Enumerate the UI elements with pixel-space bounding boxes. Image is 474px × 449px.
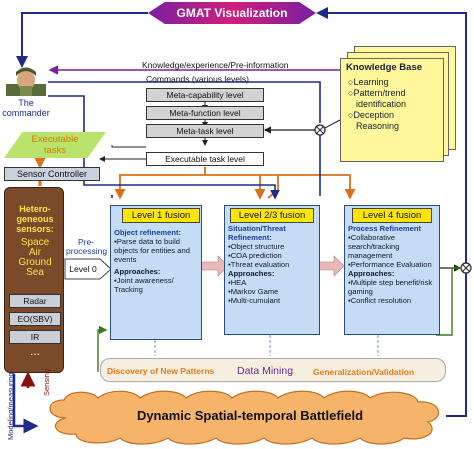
commands-flow-label: Commands (various levels) [146,74,249,84]
sensing-label: Sensing [42,368,51,396]
level4-bullet-1: ▪Collaborative search/tracking managemen… [348,233,400,260]
level0-arrow [64,258,112,280]
level4-fusion-box: Process Refinement ▪Collaborative search… [344,205,440,335]
level1-bullet: ▪Parse data to build objects for entitie… [114,237,190,264]
kb-item-reasoning: Reasoning [356,121,400,131]
level23-bullet-3: ▪Threat evaluation [228,260,290,269]
gmat-visualization-banner: GMAT Visualization [148,2,316,24]
level4-bullet-2: ▪Performance Evaluation [348,260,432,269]
commander-avatar [6,66,46,96]
level1-approaches: Approaches: [114,267,161,276]
sensors-title: Hetero- geneous sensors: [16,204,54,234]
level4-header: Level 4 fusion [352,208,432,223]
sensors-ellipsis: ... [29,344,40,358]
level23-bullet-2: ▪COA prediction [228,251,282,260]
level23-bullet-1: ▪Object structure [228,242,285,251]
executable-tasks-box: Executable tasks [4,132,106,158]
heterogeneous-sensors-column: Hetero- geneous sensors: Space Air Groun… [4,187,64,373]
modeling-label: Modeling/measuring [6,372,15,440]
kb-title: Knowledge Base [346,62,423,73]
sensor-radar: Radar [9,294,61,308]
sensor-eo-sbv: EO(SBV) [9,312,61,326]
l1-to-l23-arrow [199,255,229,277]
level4-approach-2: ▪Conflict resolution [348,296,412,305]
banner-to-commander-arrow [16,12,148,68]
level23-fusion-box: Situation/Threat Refinement: ▪Object str… [224,205,320,335]
level23-section: Situation/Threat Refinement: [228,224,286,242]
kb-item-identification: identification [356,99,407,109]
knowledge-flow-label: Knowledge/experience/Pre-information [142,60,289,70]
level23-approaches: Approaches: [228,269,275,278]
generalization-label: Generalization/Validation [313,367,415,377]
sensor-ir: IR [9,330,61,344]
meta-task-level: Meta-task level [146,124,264,138]
banner-title: GMAT Visualization [176,6,288,20]
level0-label: Level 0 [69,264,97,274]
level1-header: Level 1 fusion [122,208,200,223]
level4-section: Process Refinement [348,224,422,233]
meta-capability-level: Meta-capability level [146,88,264,102]
modeling-arrow [12,374,39,434]
kb-item-learning: ○Learning [348,77,389,87]
level4-approach-1: ▪Multiple step benefit/risk gaming [348,278,433,296]
level23-approach-3: ▪Multi-cumulant [228,296,281,305]
level1-section: Object refinement: [114,228,182,237]
discovery-label: Discovery of New Patterns [107,366,215,376]
kb-item-pattern: ○Pattern/trend [348,88,406,98]
meta-function-level: Meta-function level [146,106,264,120]
executable-task-level: Executable task level [146,152,264,166]
battlefield-cloud [49,390,440,445]
level1-fusion-box: Object refinement: ▪Parse data to build … [110,205,202,340]
knowledge-base: Knowledge Base ○Learning ○Pattern/trend … [340,58,444,162]
data-mining-strip: Discovery of New Patterns Data Mining Ge… [100,358,446,382]
level23-approach-2: ▪Markov Game [228,287,279,296]
kb-item-deception: ○Deception [348,110,394,120]
l23-to-l4-arrow [317,255,345,277]
data-mining-label: Data Mining [237,365,294,377]
preprocessing-label: Pre- processing [66,237,108,256]
level1-approach-bullet: ▪Joint awareness/ Tracking [114,276,174,294]
level23-header: Level 2/3 fusion [230,208,314,223]
level4-approaches: Approaches: [348,269,395,278]
battlefield-label: Dynamic Spatial-temporal Battlefield [136,407,364,423]
sensors-domain-list: Space Air Ground Sea [18,237,52,278]
output-to-banner-arrow [316,7,467,268]
commands-arrow [48,81,321,123]
commander-label: The commander [2,98,50,118]
sensor-controller-box: Sensor Controller [4,167,100,181]
level23-approach-1: ▪HEA [228,278,247,287]
soldier-icon [6,67,46,96]
